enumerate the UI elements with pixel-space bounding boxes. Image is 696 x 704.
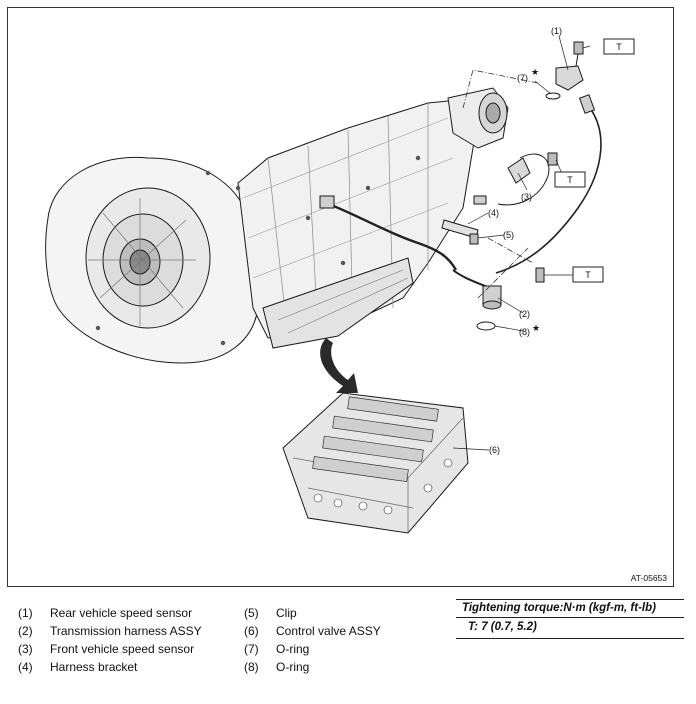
callout-6: (6) <box>489 445 500 455</box>
svg-text:T: T <box>616 42 622 52</box>
callout-2: (2) <box>519 309 530 319</box>
tightening-torque-box: Tightening torque:N·m (kgf-m, ft-lb) T: … <box>456 599 684 639</box>
callout-5: (5) <box>503 230 514 240</box>
star-marker-o-ring-7: ★ <box>531 67 539 77</box>
legend-number: (6) <box>244 624 259 638</box>
callout-8: (8) <box>519 327 530 337</box>
removal-arrow <box>320 338 358 393</box>
legend-label: Transmission harness ASSY <box>50 624 202 638</box>
legend-label: O-ring <box>276 660 310 674</box>
legend-item: (2) Transmission harness ASSY <box>18 622 202 640</box>
torque-top-rule <box>456 599 684 600</box>
legend-number: (5) <box>244 606 259 620</box>
exploded-diagram: T T T (1) (7) (3) (4) (5) (2) (8) (6) ★ … <box>7 7 674 587</box>
legend-label: Front vehicle speed sensor <box>50 642 195 656</box>
torque-marker-middle: T <box>554 171 586 188</box>
callout-1: (1) <box>551 26 562 36</box>
control-valve-assembly <box>282 392 469 534</box>
torque-bottom-rule <box>456 638 684 639</box>
legend-label: Harness bracket <box>50 660 138 674</box>
legend-item: (6) Control valve ASSY <box>244 622 381 640</box>
legend-item: (1) Rear vehicle speed sensor <box>18 604 202 622</box>
legend-item: (7) O-ring <box>244 640 381 658</box>
legend-number: (8) <box>244 660 259 674</box>
star-marker-o-ring-8: ★ <box>532 323 540 333</box>
legend-number: (4) <box>18 660 33 674</box>
svg-text:T: T <box>585 270 591 280</box>
legend-item: (4) Harness bracket <box>18 658 202 676</box>
diagram-drawing: T T T (1) (7) (3) (4) (5) (2) (8) (6) ★ … <box>45 26 635 534</box>
legend-label: O-ring <box>276 642 310 656</box>
legend-label: Clip <box>276 606 297 620</box>
torque-marker-top: T <box>603 38 635 55</box>
figure-code: AT-05653 <box>630 573 667 583</box>
legend-number: (3) <box>18 642 33 656</box>
legend-number: (7) <box>244 642 259 656</box>
legend-left: (1) Rear vehicle speed sensor (2) Transmis… <box>18 604 202 676</box>
callout-7: (7) <box>517 73 528 83</box>
callout-4: (4) <box>488 208 499 218</box>
legend-item: (3) Front vehicle speed sensor <box>18 640 202 658</box>
legend-item: (5) Clip <box>244 604 381 622</box>
torque-marker-bottom: T <box>572 266 604 283</box>
legend-right: (5)Clip (6)Control valve ASSY (7)O-ring … <box>244 604 381 676</box>
transmission-assembly <box>45 87 509 364</box>
torque-title: Tightening torque:N·m (kgf-m, ft-lb) <box>462 602 656 614</box>
legend-item: (8) O-ring <box>244 658 381 676</box>
svg-text:T: T <box>567 175 573 185</box>
torque-value: T: 7 (0.7, 5.2) <box>468 621 537 633</box>
torque-divider <box>456 617 684 618</box>
harness-and-sensors <box>441 41 602 331</box>
leader-lines <box>452 35 591 451</box>
callout-3: (3) <box>521 192 532 202</box>
legend-label: Control valve ASSY <box>276 624 381 638</box>
legend-label: Rear vehicle speed sensor <box>50 606 193 620</box>
legend-number: (2) <box>18 624 33 638</box>
legend-number: (1) <box>18 606 33 620</box>
